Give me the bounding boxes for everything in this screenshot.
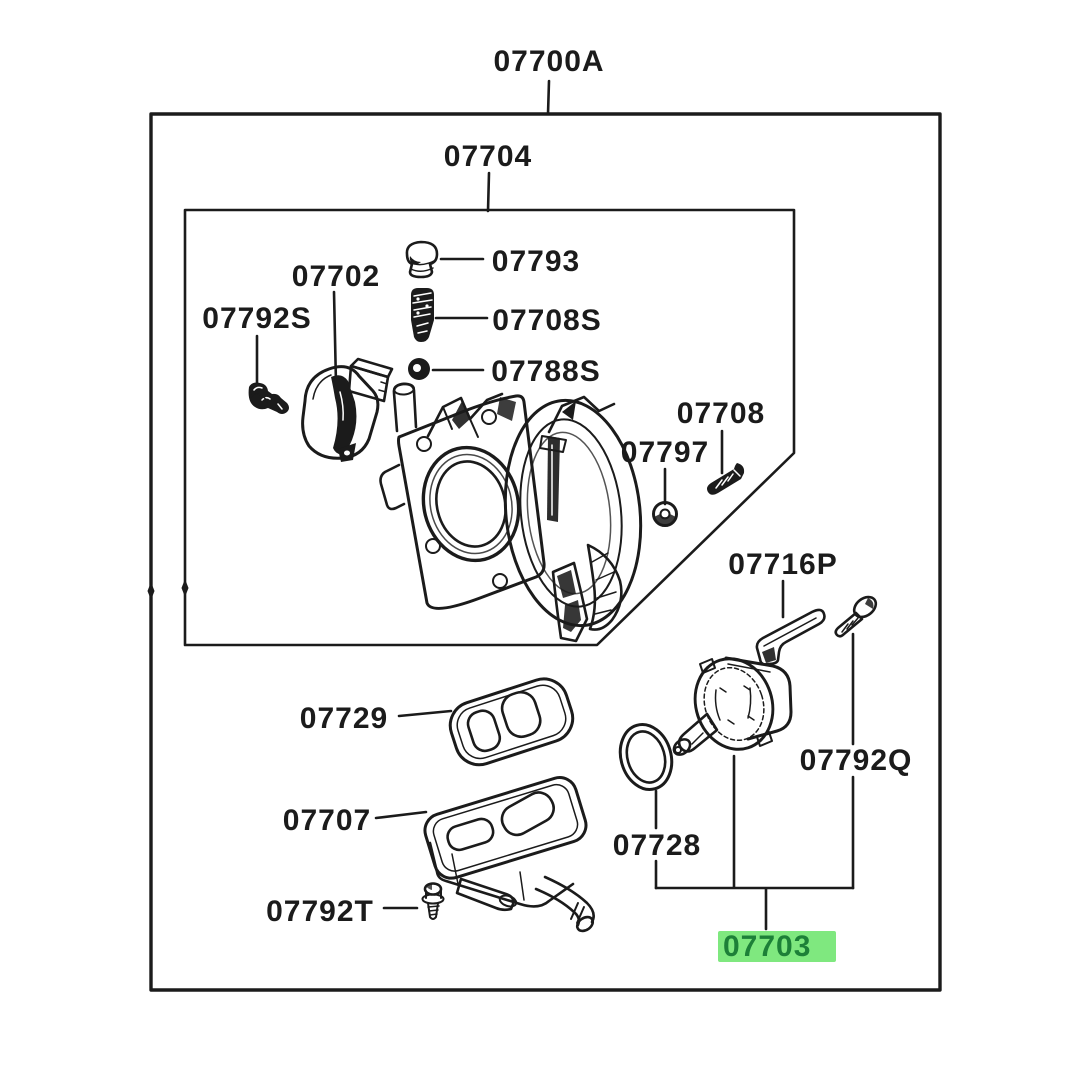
part-labels: 07700A 07704 07702 07792S 07793 07708S 0… xyxy=(202,45,913,963)
part-nut-drawing xyxy=(652,501,678,527)
part-throttle-body-drawing xyxy=(379,382,643,643)
label-screw-set[interactable]: 07708S xyxy=(492,304,601,337)
leader-07704 xyxy=(486,171,491,213)
part-cover-drawing xyxy=(423,776,595,933)
label-gasket[interactable]: 07729 xyxy=(300,702,388,735)
label-tps[interactable]: 07702 xyxy=(292,260,380,293)
part-iac-valve-drawing xyxy=(672,656,793,756)
label-oring[interactable]: 07728 xyxy=(613,829,701,862)
part-cap-drawing xyxy=(405,240,439,279)
label-cover[interactable]: 07707 xyxy=(283,804,371,837)
label-highlighted-part[interactable]: 07703 xyxy=(723,930,811,963)
part-tps-drawing xyxy=(301,357,394,462)
part-oring-drawing xyxy=(618,723,674,791)
highlight-box-07703[interactable] xyxy=(718,931,836,962)
part-body-screw-drawing xyxy=(707,463,745,495)
part-sensor-screw-drawing xyxy=(248,382,289,414)
outer-assembly-box xyxy=(149,112,942,992)
part-screw-set-drawing xyxy=(411,288,434,342)
label-body-screw[interactable]: 07708 xyxy=(677,397,765,430)
leader-07700A xyxy=(546,79,551,116)
label-valve-screw[interactable]: 07792Q xyxy=(800,744,913,777)
part-bracket-drawing xyxy=(755,608,826,666)
label-assembly[interactable]: 07700A xyxy=(493,45,604,78)
label-bracket[interactable]: 07716P xyxy=(728,548,837,581)
label-sensor-screw[interactable]: 07792S xyxy=(202,302,311,335)
label-cap[interactable]: 07793 xyxy=(492,245,580,278)
label-subassembly[interactable]: 07704 xyxy=(444,140,532,173)
part-small-oring-drawing xyxy=(408,358,430,380)
label-cover-screw[interactable]: 07792T xyxy=(266,895,374,928)
leader-07707 xyxy=(374,810,428,820)
bracket-group-07703 xyxy=(654,754,855,931)
part-cover-screw-drawing xyxy=(421,882,445,920)
part-gasket-drawing xyxy=(448,677,575,767)
leader-07702 xyxy=(332,290,338,386)
inner-subassembly-box xyxy=(183,208,796,647)
edge-tick-marks xyxy=(147,579,189,600)
part-valve-screw-drawing xyxy=(834,595,878,638)
label-nut[interactable]: 07797 xyxy=(621,436,709,469)
label-small-oring[interactable]: 07788S xyxy=(491,355,600,388)
leader-07729 xyxy=(397,709,453,718)
